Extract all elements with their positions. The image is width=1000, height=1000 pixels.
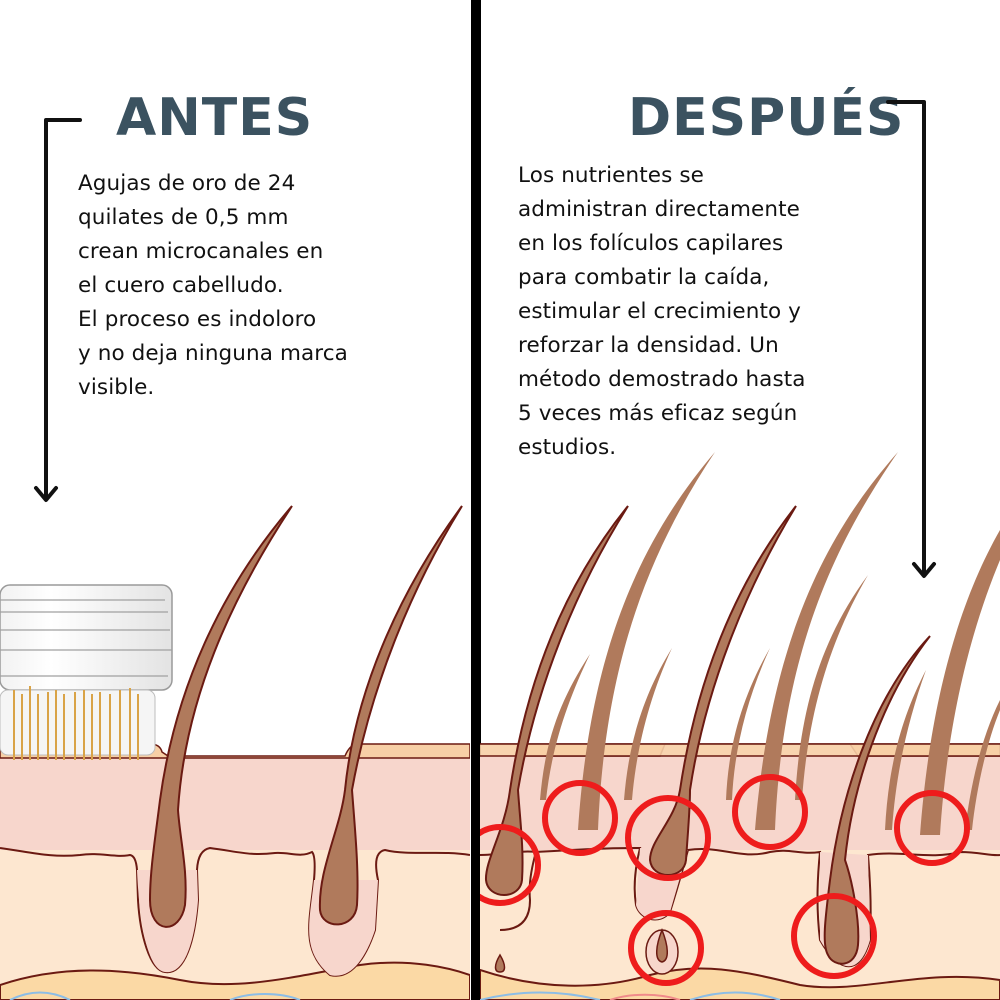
after-title: DESPUÉS [628, 88, 905, 148]
microneedle-device-icon [0, 584, 173, 760]
after-description: Los nutrientes se administran directamen… [518, 163, 806, 460]
before-description: Agujas de oro de 24 quilates de 0,5 mm c… [78, 171, 348, 400]
after-skin-diagram [480, 452, 1000, 1000]
before-skin-diagram [0, 505, 470, 1000]
before-arrow-icon [34, 118, 82, 502]
highlight-circles [480, 774, 970, 986]
panel-divider [471, 0, 481, 1000]
before-title: ANTES [116, 88, 314, 148]
after-arrow-icon [886, 100, 936, 578]
